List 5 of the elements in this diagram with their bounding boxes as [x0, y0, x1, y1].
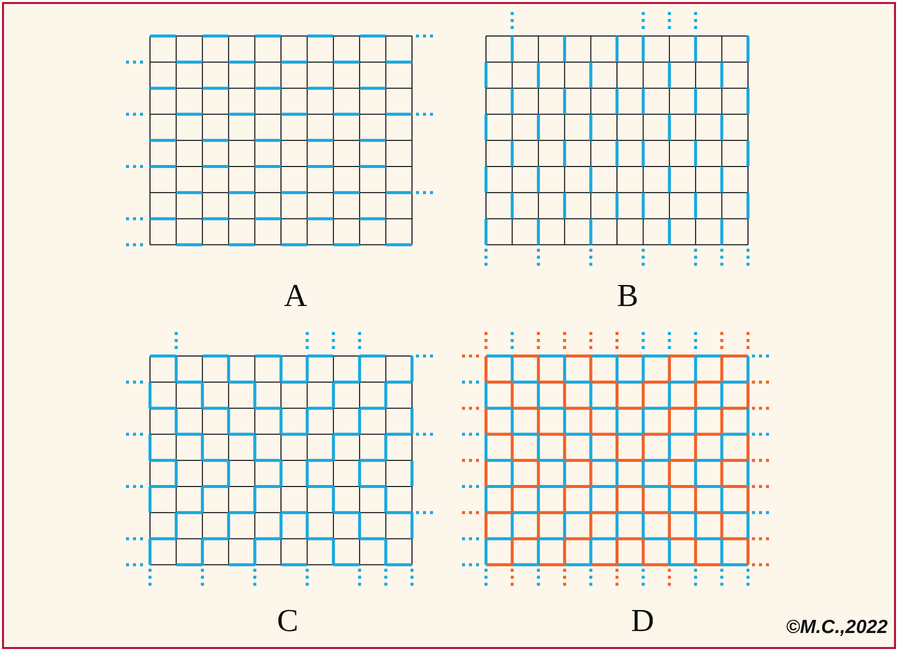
- copyright-note: ©M.C.,2022: [786, 618, 888, 637]
- panel-letter: D: [631, 604, 654, 636]
- panel-letter: A: [284, 279, 308, 311]
- panel-letter: C: [277, 604, 298, 636]
- panel-letter: B: [617, 279, 638, 311]
